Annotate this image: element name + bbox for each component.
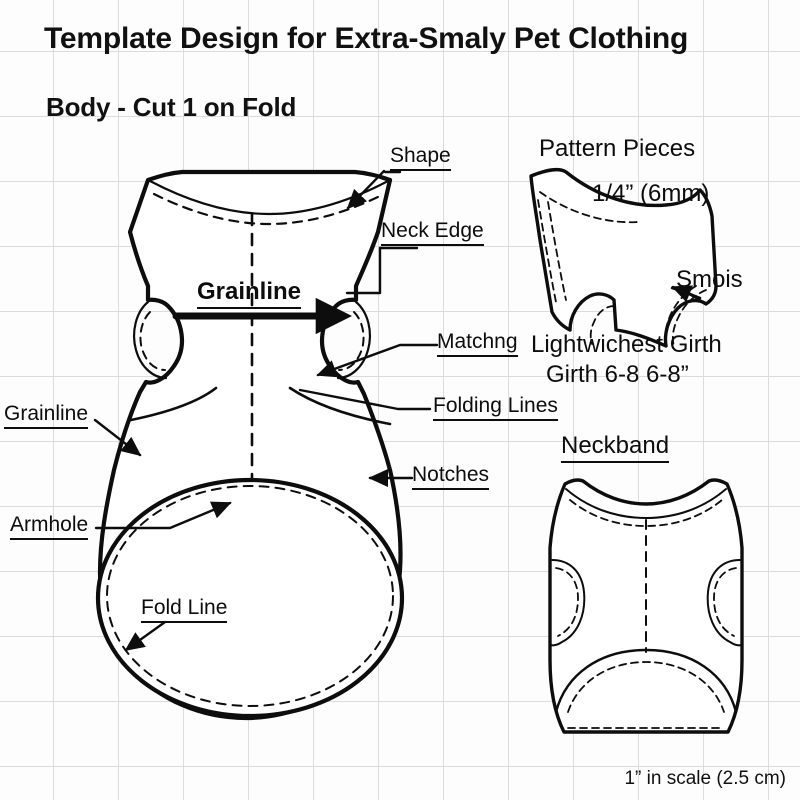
- label-fold-line: Fold Line: [141, 596, 228, 624]
- label-grainline-left: Grainline: [4, 402, 89, 430]
- label-chest-girth-line2: Girth 6-8 6-8”: [546, 361, 689, 388]
- leader-lines: [93, 169, 702, 652]
- label-matching: Matchng: [437, 330, 518, 358]
- page-subtitle: Body - Cut 1 on Fold: [46, 92, 297, 122]
- body-armhole-left: [132, 300, 168, 380]
- page-title: Template Design for Extra-Smaly Pet Clot…: [44, 22, 689, 55]
- pattern-pieces-piece: [529, 167, 718, 348]
- label-armhole: Armhole: [10, 513, 89, 541]
- label-chest-girth-line1: Lightwichest Girth: [531, 331, 722, 358]
- label-notches: Notches: [412, 463, 490, 491]
- label-pattern-pieces: Pattern Pieces: [539, 135, 696, 162]
- folding-line-marks: [129, 386, 392, 426]
- label-neck-edge: Neck Edge: [381, 219, 484, 247]
- neckband-piece: [548, 478, 744, 734]
- body-hem-oval: [95, 477, 405, 719]
- label-grainline-center: Grainline: [197, 278, 302, 309]
- label-seam-allowance: 1/4” (6mm): [592, 180, 710, 207]
- body-armhole-right: [336, 300, 372, 380]
- label-shape: Shape: [390, 144, 451, 172]
- label-neckband: Neckband: [561, 432, 670, 463]
- label-smois: Smois: [676, 266, 743, 293]
- scale-note: 1” in scale (2.5 cm): [624, 768, 786, 789]
- label-folding-lines: Folding Lines: [433, 394, 558, 422]
